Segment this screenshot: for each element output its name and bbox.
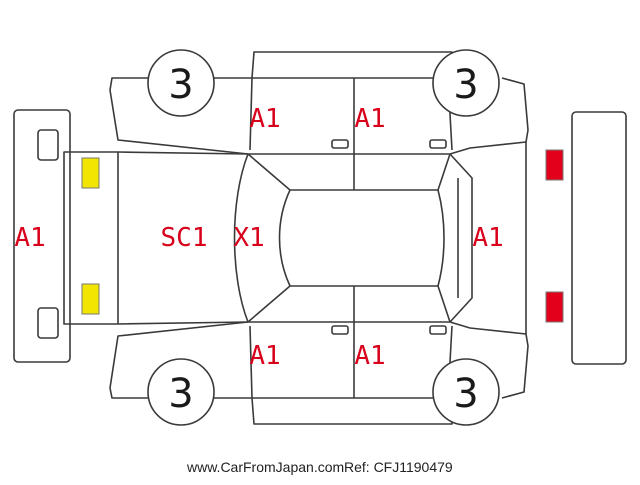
damage-code-hood: SC1 — [161, 223, 208, 253]
tire-rear-right-value: 3 — [453, 371, 478, 417]
damage-code-windshield: X1 — [233, 223, 264, 253]
damage-code-front-right-door: A1 — [249, 341, 280, 371]
front-bumper — [13, 109, 71, 363]
headlight-left — [81, 157, 100, 189]
damage-code-rear-left-door: A1 — [354, 104, 385, 134]
taillight-right — [545, 291, 564, 323]
taillight-left — [545, 149, 564, 181]
damage-code-front-bumper: A1 — [14, 223, 45, 253]
footer-site: www.CarFromJapan.com — [186, 459, 344, 475]
tire-rear-left-value: 3 — [453, 62, 478, 108]
wheel-front-left — [147, 49, 215, 117]
headlight-right — [81, 283, 100, 315]
wheel-rear-left — [432, 49, 500, 117]
wheel-front-right — [147, 358, 215, 426]
rear-bumper — [571, 111, 627, 365]
wheel-rear-right — [432, 358, 500, 426]
tire-front-left-value: 3 — [168, 62, 193, 108]
damage-code-rear-end: A1 — [472, 223, 503, 253]
tire-front-right-value: 3 — [168, 371, 193, 417]
damage-code-rear-right-door: A1 — [354, 341, 385, 371]
footer-ref: Ref: CFJ1190479 — [344, 459, 453, 475]
damage-code-front-left-door: A1 — [249, 104, 280, 134]
car-body-top — [63, 141, 527, 335]
